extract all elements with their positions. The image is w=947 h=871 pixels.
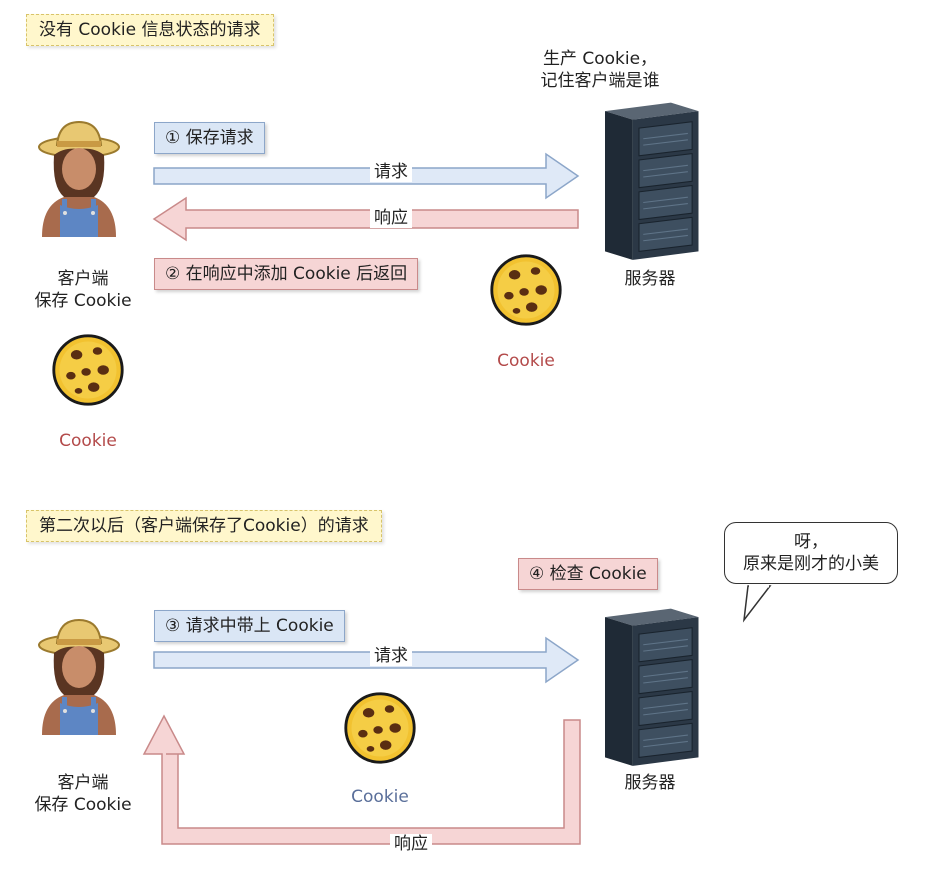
- client-label-2-line1: 客户端: [57, 773, 109, 793]
- client-label-2-line2: 保存 Cookie: [34, 795, 132, 815]
- server-label-2: 服务器: [624, 773, 676, 793]
- server-speech-bubble: 呀， 原来是刚才的小美: [724, 522, 898, 584]
- cookie-label-2: Cookie: [351, 787, 409, 807]
- server-note-line2: 记住客户端是谁: [540, 71, 660, 91]
- speech-bubble-tail: [742, 584, 772, 623]
- server-cookie-label-1: Cookie: [497, 351, 555, 371]
- request-label-1: 请求: [370, 162, 412, 182]
- request-label-2: 请求: [370, 646, 412, 666]
- client-avatar-2: [24, 610, 134, 740]
- client-label-1: 客户端 保存 Cookie: [18, 268, 148, 312]
- client-cookie-icon-1: [50, 332, 126, 408]
- client-label-2: 客户端 保存 Cookie: [18, 772, 148, 816]
- section1-title: 没有 Cookie 信息状态的请求: [26, 14, 274, 46]
- server-cookie-icon-1: [488, 252, 564, 328]
- server-icon-2: [590, 598, 705, 768]
- request-arrow-1: [153, 152, 580, 200]
- server-note-line1: 生产 Cookie，: [542, 49, 658, 69]
- server-note: 生产 Cookie， 记住客户端是谁: [520, 48, 680, 92]
- step2-label: ② 在响应中添加 Cookie 后返回: [154, 258, 419, 290]
- bubble-line2: 原来是刚才的小美: [743, 554, 879, 574]
- server-label-1: 服务器: [624, 269, 676, 289]
- request-arrow-2: [153, 636, 580, 684]
- bubble-line1: 呀，: [794, 532, 828, 552]
- server-icon-1: [590, 92, 705, 262]
- client-cookie-label-1: Cookie: [59, 431, 117, 451]
- client-label-1-line2: 保存 Cookie: [34, 291, 132, 311]
- response-label-2: 响应: [390, 834, 432, 854]
- step1-label: ① 保存请求: [154, 122, 265, 154]
- step3-label: ③ 请求中带上 Cookie: [154, 610, 345, 642]
- response-arrow-2: [142, 714, 581, 845]
- section2-title: 第二次以后（客户端保存了Cookie）的请求: [26, 510, 382, 542]
- client-avatar-1: [24, 112, 134, 242]
- step4-label: ④ 检查 Cookie: [518, 558, 658, 590]
- client-label-1-line1: 客户端: [57, 269, 109, 289]
- response-arrow-1: [152, 196, 579, 242]
- response-label-1: 响应: [370, 208, 412, 228]
